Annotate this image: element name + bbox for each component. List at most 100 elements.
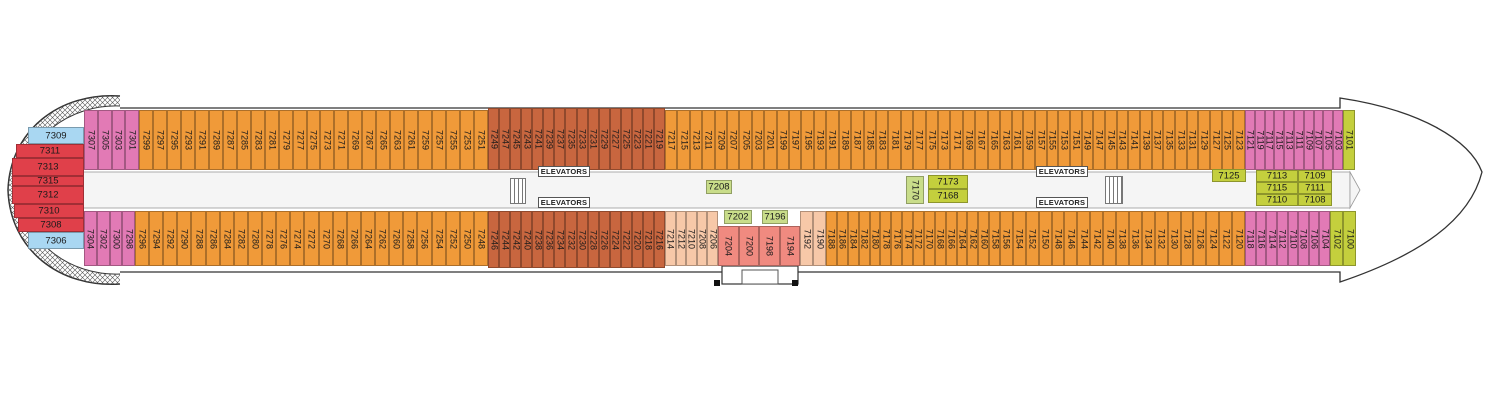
cabin-7112[interactable]: 7112 xyxy=(1276,211,1288,266)
cabin-7157[interactable]: 7157 xyxy=(1035,110,1047,170)
cabin-7217[interactable]: 7217 xyxy=(665,110,678,170)
cabin-7216[interactable]: 7216 xyxy=(653,211,665,268)
cabin-7111[interactable]: 7111 xyxy=(1298,182,1332,194)
cabin-7229[interactable]: 7229 xyxy=(598,108,610,170)
cabin-7279[interactable]: 7279 xyxy=(278,110,293,170)
cabin-7209[interactable]: 7209 xyxy=(714,110,728,170)
cabin-7152[interactable]: 7152 xyxy=(1025,211,1039,266)
cabin-7201[interactable]: 7201 xyxy=(764,110,777,170)
cabin-7285[interactable]: 7285 xyxy=(236,110,251,170)
cabin-7129[interactable]: 7129 xyxy=(1198,110,1210,170)
cabin-7183[interactable]: 7183 xyxy=(875,110,889,170)
cabin-7258[interactable]: 7258 xyxy=(403,211,418,266)
cabin-7155[interactable]: 7155 xyxy=(1046,110,1059,170)
cabin-7120[interactable]: 7120 xyxy=(1232,211,1245,266)
cabin-7243[interactable]: 7243 xyxy=(521,108,533,170)
cabin-7241[interactable]: 7241 xyxy=(532,108,544,170)
cabin-7291[interactable]: 7291 xyxy=(194,110,209,170)
cabin-7311[interactable]: 7311 xyxy=(16,144,84,158)
cabin-7189[interactable]: 7189 xyxy=(838,110,852,170)
cabin-7170[interactable]: 7170 xyxy=(906,176,924,204)
cabin-7233[interactable]: 7233 xyxy=(576,108,588,170)
cabin-7303[interactable]: 7303 xyxy=(111,110,126,170)
cabin-7208[interactable]: 7208 xyxy=(706,180,732,194)
cabin-7210[interactable]: 7210 xyxy=(686,211,697,266)
cabin-7165[interactable]: 7165 xyxy=(987,110,1000,170)
cabin-7181[interactable]: 7181 xyxy=(888,110,901,170)
cabin-7103[interactable]: 7103 xyxy=(1333,110,1343,170)
cabin-7200[interactable]: 7200 xyxy=(738,226,759,266)
cabin-7182[interactable]: 7182 xyxy=(858,211,870,266)
cabin-7117[interactable]: 7117 xyxy=(1264,110,1275,170)
cabin-7270[interactable]: 7270 xyxy=(318,211,333,266)
cabin-7105[interactable]: 7105 xyxy=(1323,110,1334,170)
cabin-7228[interactable]: 7228 xyxy=(587,211,599,268)
cabin-7156[interactable]: 7156 xyxy=(1000,211,1013,266)
cabin-7284[interactable]: 7284 xyxy=(219,211,234,266)
cabin-7127[interactable]: 7127 xyxy=(1210,110,1222,170)
cabin-7273[interactable]: 7273 xyxy=(320,110,335,170)
cabin-7145[interactable]: 7145 xyxy=(1105,110,1117,170)
cabin-7178[interactable]: 7178 xyxy=(880,211,892,266)
cabin-7130[interactable]: 7130 xyxy=(1167,211,1181,266)
cabin-7151[interactable]: 7151 xyxy=(1070,110,1082,170)
cabin-7190[interactable]: 7190 xyxy=(813,211,826,266)
cabin-7300[interactable]: 7300 xyxy=(109,211,123,266)
cabin-7116[interactable]: 7116 xyxy=(1255,211,1267,266)
cabin-7301[interactable]: 7301 xyxy=(125,110,139,170)
cabin-7146[interactable]: 7146 xyxy=(1064,211,1078,266)
cabin-7148[interactable]: 7148 xyxy=(1051,211,1065,266)
cabin-7275[interactable]: 7275 xyxy=(306,110,321,170)
cabin-7197[interactable]: 7197 xyxy=(789,110,802,170)
cabin-7150[interactable]: 7150 xyxy=(1038,211,1052,266)
cabin-7113[interactable]: 7113 xyxy=(1256,170,1298,182)
cabin-7170[interactable]: 7170 xyxy=(923,211,935,266)
cabin-7179[interactable]: 7179 xyxy=(900,110,914,170)
cabin-7305[interactable]: 7305 xyxy=(97,110,112,170)
cabin-7213[interactable]: 7213 xyxy=(689,110,703,170)
cabin-7237[interactable]: 7237 xyxy=(554,108,566,170)
cabin-7290[interactable]: 7290 xyxy=(177,211,192,266)
cabin-7214[interactable]: 7214 xyxy=(665,211,676,266)
cabin-7218[interactable]: 7218 xyxy=(642,211,654,268)
cabin-7231[interactable]: 7231 xyxy=(587,108,599,170)
cabin-7271[interactable]: 7271 xyxy=(334,110,349,170)
cabin-7115[interactable]: 7115 xyxy=(1256,182,1298,194)
cabin-7168[interactable]: 7168 xyxy=(934,211,946,266)
cabin-7257[interactable]: 7257 xyxy=(432,110,447,170)
cabin-7128[interactable]: 7128 xyxy=(1180,211,1194,266)
cabin-7232[interactable]: 7232 xyxy=(565,211,577,268)
cabin-7312[interactable]: 7312 xyxy=(12,186,84,204)
cabin-7276[interactable]: 7276 xyxy=(276,211,291,266)
cabin-7287[interactable]: 7287 xyxy=(222,110,237,170)
cabin-7236[interactable]: 7236 xyxy=(543,211,555,268)
cabin-7136[interactable]: 7136 xyxy=(1128,211,1142,266)
cabin-7173[interactable]: 7173 xyxy=(937,110,951,170)
cabin-7175[interactable]: 7175 xyxy=(925,110,938,170)
cabin-7277[interactable]: 7277 xyxy=(292,110,307,170)
cabin-7143[interactable]: 7143 xyxy=(1116,110,1129,170)
cabin-7250[interactable]: 7250 xyxy=(459,211,474,266)
cabin-7292[interactable]: 7292 xyxy=(163,211,178,266)
cabin-7199[interactable]: 7199 xyxy=(776,110,790,170)
cabin-7111[interactable]: 7111 xyxy=(1294,110,1304,170)
cabin-7172[interactable]: 7172 xyxy=(913,211,924,266)
cabin-7220[interactable]: 7220 xyxy=(631,211,643,268)
cabin-7108[interactable]: 7108 xyxy=(1298,194,1332,206)
cabin-7142[interactable]: 7142 xyxy=(1090,211,1104,266)
cabin-7227[interactable]: 7227 xyxy=(609,108,621,170)
cabin-7203[interactable]: 7203 xyxy=(751,110,765,170)
cabin-7254[interactable]: 7254 xyxy=(431,211,446,266)
cabin-7191[interactable]: 7191 xyxy=(826,110,839,170)
cabin-7149[interactable]: 7149 xyxy=(1081,110,1094,170)
cabin-7288[interactable]: 7288 xyxy=(191,211,206,266)
cabin-7223[interactable]: 7223 xyxy=(631,108,643,170)
cabin-7242[interactable]: 7242 xyxy=(510,211,522,268)
cabin-7313[interactable]: 7313 xyxy=(12,158,84,176)
cabin-7137[interactable]: 7137 xyxy=(1151,110,1164,170)
cabin-7196[interactable]: 7196 xyxy=(762,210,788,224)
cabin-7108[interactable]: 7108 xyxy=(1298,211,1309,266)
cabin-7252[interactable]: 7252 xyxy=(445,211,460,266)
cabin-7141[interactable]: 7141 xyxy=(1128,110,1140,170)
cabin-7185[interactable]: 7185 xyxy=(863,110,876,170)
